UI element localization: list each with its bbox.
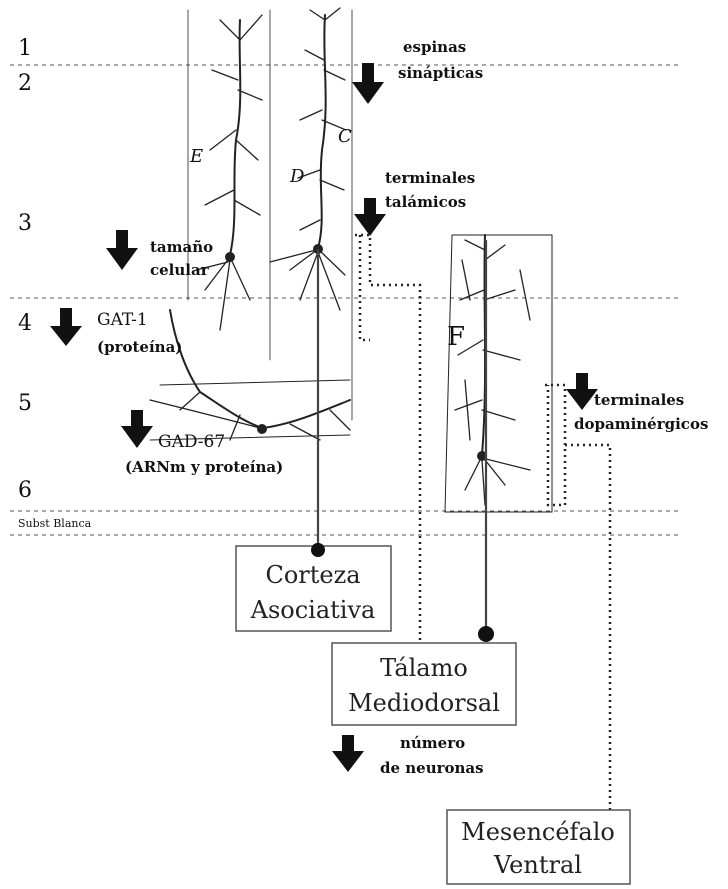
annotation-terminales-talamicos-line2: talámicos — [385, 193, 466, 211]
down-arrow-icon-gad67 — [121, 410, 153, 448]
down-arrow-icon-gat1 — [50, 308, 82, 346]
annotation-espinas-line2: sinápticas — [398, 64, 483, 82]
annotation-terminales-dopa-line1: terminales — [594, 391, 684, 409]
cell-letter-f: F — [447, 322, 465, 352]
cell-letter-d: D — [289, 166, 305, 187]
down-arrow-icon-numero — [332, 735, 364, 772]
annotation-terminales-dopa-line2: dopaminérgicos — [574, 415, 708, 433]
box-corteza-line1: Corteza — [265, 561, 360, 589]
cortical-neurons-drawing — [150, 8, 352, 440]
box-mesencefalo-line1: Mesencéfalo — [461, 818, 615, 846]
layer-label-2: 2 — [18, 71, 32, 96]
layer-label-1: 1 — [18, 36, 32, 61]
down-arrow-icon-tamano — [106, 230, 138, 270]
annotation-gat1-line2: (proteína) — [97, 338, 182, 356]
layer-label-5: 5 — [18, 391, 32, 416]
layer-label-white-matter: Subst Blanca — [18, 517, 92, 530]
annotation-gad67-line2: (ARNm y proteína) — [125, 458, 283, 476]
annotation-espinas-line1: espinas — [403, 38, 466, 56]
annotation-terminales-talamicos-line1: terminales — [385, 169, 475, 187]
dopaminergic-terminals-dotted-path — [545, 385, 610, 810]
layer-label-4: 4 — [18, 311, 32, 336]
down-arrow-icon-terminales-talamicos — [354, 198, 386, 236]
talamo-projection-dot — [478, 626, 494, 642]
box-corteza-line2: Asociativa — [250, 596, 376, 624]
annotation-tamano-line1: tamaño — [150, 238, 213, 256]
annotation-gat1-line1: GAT-1 — [97, 310, 148, 330]
annotation-numero-line2: de neuronas — [380, 759, 484, 777]
box-mesencefalo-line2: Ventral — [493, 851, 582, 879]
annotation-tamano-line2: celular — [150, 261, 210, 279]
box-talamo-line2: Mediodorsal — [348, 689, 500, 717]
cell-letter-c: C — [338, 126, 352, 147]
down-arrow-icon-espinas — [352, 63, 384, 104]
annotation-gad67-line1: GAD-67 — [158, 432, 225, 452]
box-talamo-line1: Tálamo — [380, 654, 468, 682]
annotation-numero-line1: número — [400, 734, 465, 752]
mediodorsal-neuron-drawing — [445, 235, 552, 512]
layer-label-6: 6 — [18, 478, 32, 503]
layer-label-3: 3 — [18, 211, 32, 236]
cell-letter-e: E — [189, 146, 203, 167]
